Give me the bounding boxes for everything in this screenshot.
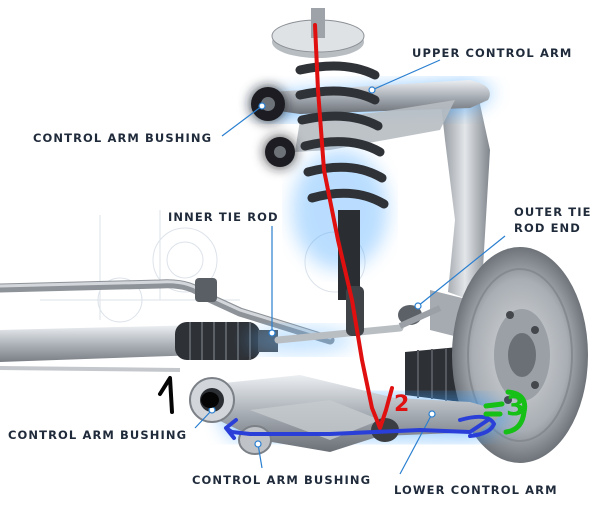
label-control-arm-bushing-bottom: CONTROL ARM BUSHING xyxy=(192,473,371,488)
annotation-number-2: 2 xyxy=(394,394,409,416)
label-control-arm-bushing-left: CONTROL ARM BUSHING xyxy=(8,428,187,443)
label-control-arm-bushing-top: CONTROL ARM BUSHING xyxy=(33,131,212,146)
label-outer-tie-rod-end-line2: ROD END xyxy=(514,221,581,236)
annotation-number-3: 3 xyxy=(506,392,525,420)
label-lower-control-arm: LOWER CONTROL ARM xyxy=(394,483,558,498)
axle-shaft xyxy=(0,325,200,370)
strut-assembly xyxy=(272,8,388,336)
label-inner-tie-rod: INNER TIE ROD xyxy=(168,210,279,225)
label-outer-tie-rod-end-line1: OUTER TIE xyxy=(514,205,592,220)
label-upper-control-arm: UPPER CONTROL ARM xyxy=(412,46,572,61)
